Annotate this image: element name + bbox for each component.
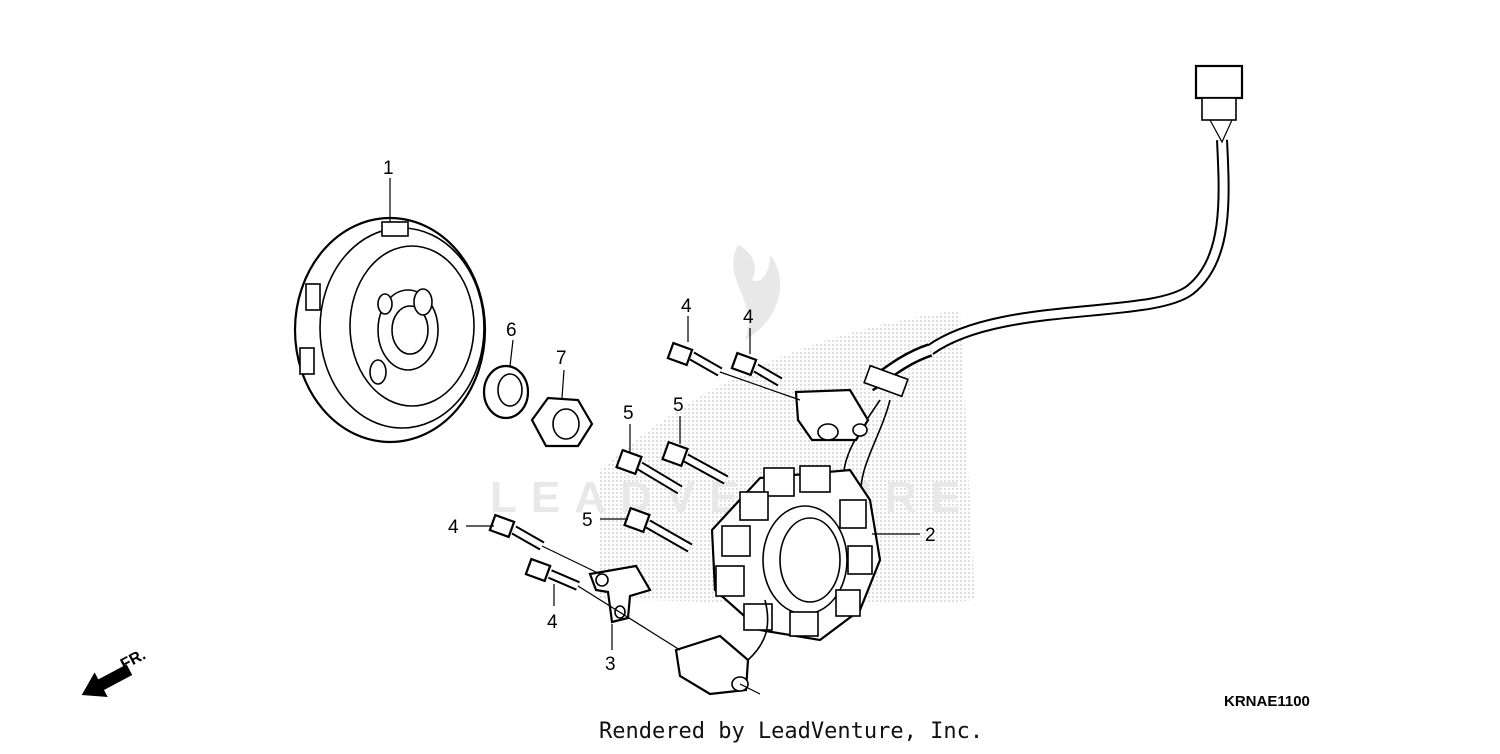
bolt-a-part xyxy=(666,316,801,401)
bolt-c-part xyxy=(466,513,601,575)
callout-stator: 2 xyxy=(925,525,936,546)
bolt-f-part xyxy=(661,416,729,485)
callout-bolt-g: 5 xyxy=(582,510,593,531)
callout-bolt-b: 4 xyxy=(743,307,754,328)
bolt-b-part xyxy=(730,328,783,387)
washer-part xyxy=(482,339,530,420)
rendered-by-credit: Rendered by LeadVenture, Inc. xyxy=(599,719,983,744)
stator-part xyxy=(710,465,920,642)
callout-bolt-e: 5 xyxy=(623,403,634,424)
callout-bolt-f: 5 xyxy=(673,395,684,416)
front-direction-arrow-icon xyxy=(81,664,133,698)
clamp-part xyxy=(588,564,652,650)
bolt-g-part xyxy=(600,506,693,553)
flywheel-part xyxy=(293,178,487,444)
pulse-generator-upper xyxy=(794,388,870,442)
bolt-d-part xyxy=(524,557,681,651)
wire-harness xyxy=(842,64,1244,506)
bolt-e-part xyxy=(615,424,683,495)
callout-nut: 7 xyxy=(556,348,567,369)
callout-bolt-a: 4 xyxy=(681,296,692,317)
watermark-flame-icon xyxy=(733,245,781,340)
callout-washer: 6 xyxy=(506,320,517,341)
diagram-code: KRNAE1100 xyxy=(1224,693,1310,710)
pulse-generator-lower xyxy=(674,599,769,696)
nut-part xyxy=(530,369,594,448)
callout-flywheel: 1 xyxy=(383,158,394,179)
callout-bolt-c: 4 xyxy=(448,517,459,538)
callout-clamp: 3 xyxy=(605,654,616,675)
callout-bolt-d: 4 xyxy=(547,612,558,633)
